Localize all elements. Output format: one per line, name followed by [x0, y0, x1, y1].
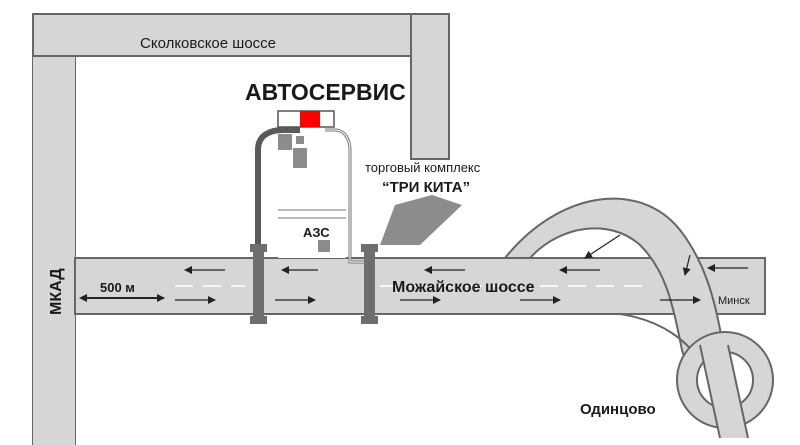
- building-block-3: [296, 136, 304, 144]
- label-mkad: МКАД: [48, 268, 65, 315]
- road-skolkovo: [32, 13, 450, 57]
- label-gas-station: АЗС: [303, 225, 330, 240]
- gate-right: [364, 244, 375, 324]
- road-access: [278, 205, 346, 258]
- mall-building: [380, 195, 462, 245]
- building-block-1: [278, 134, 292, 150]
- road-skolkovo-branch: [410, 13, 450, 160]
- traffic-arrows: [175, 234, 748, 304]
- label-skolkovo: Сколковское шоссе: [140, 35, 276, 52]
- gas-station-building: [318, 240, 330, 252]
- label-scale: 500 м: [100, 280, 135, 295]
- label-mall-line1: торговый комплекс: [365, 160, 481, 175]
- label-mozhaisk: Можайское шоссе: [392, 279, 535, 296]
- gates: [250, 244, 378, 324]
- label-mall-line2: “ТРИ КИТА”: [382, 179, 470, 196]
- gate-left: [253, 244, 264, 324]
- label-odintsovo: Одинцово: [580, 401, 656, 418]
- title-autoservice: АВТОСЕРВИС: [245, 79, 406, 105]
- buildings: [277, 110, 462, 252]
- label-minsk: Минск: [718, 295, 750, 307]
- route-path: [255, 127, 300, 245]
- service-marker: [300, 111, 320, 127]
- building-block-2: [293, 148, 307, 168]
